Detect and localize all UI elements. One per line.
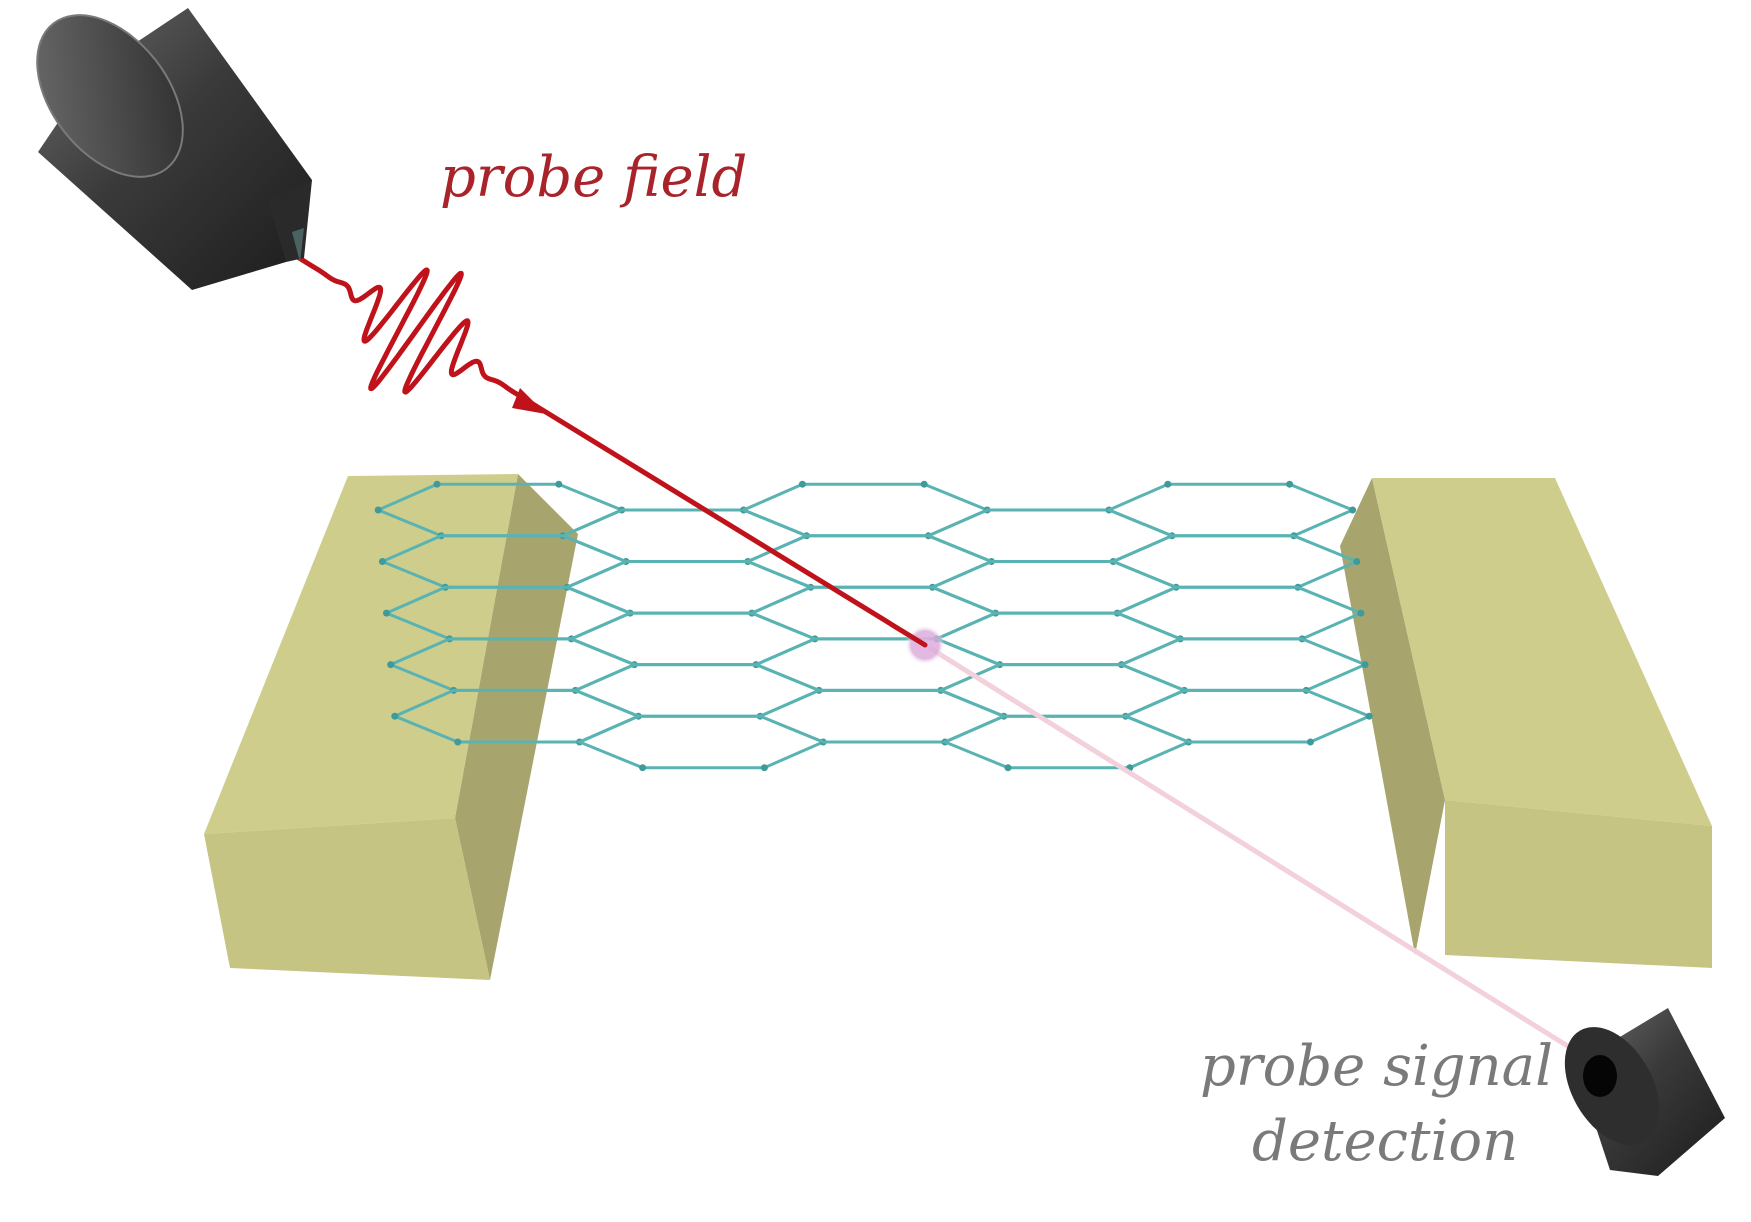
lattice-hexagon (563, 560, 815, 615)
lattice-hexagon (743, 534, 996, 589)
transmitted-beam (922, 642, 1601, 1068)
lattice-atom (555, 480, 563, 488)
detector-objective-icon (1564, 1008, 1725, 1176)
lattice-hexagon (752, 637, 1004, 692)
lattice-atom (1353, 558, 1361, 565)
lattice-hexagon (936, 663, 1189, 718)
lattice-hexagon (1117, 637, 1369, 692)
lattice-atom (378, 558, 386, 565)
laser-objective-icon (36, 8, 312, 290)
lattice-atom (798, 480, 806, 488)
lattice-atom (391, 712, 399, 720)
lattice-atom (1361, 661, 1369, 669)
lattice-hexagon (1121, 688, 1374, 744)
left-electrode-top (204, 474, 518, 834)
lattice-hexagon (575, 714, 828, 770)
lattice-atom (383, 609, 390, 617)
probe-beam-line (533, 403, 928, 648)
right-electrode-top (1372, 478, 1712, 826)
lattice-hexagon (756, 688, 1008, 744)
lattice-hexagon (941, 714, 1193, 770)
lattice-hexagon (928, 560, 1180, 615)
lattice-hexagon (1109, 534, 1361, 589)
lattice-hexagon (1105, 482, 1357, 538)
right-electrode (1340, 478, 1712, 968)
lattice-hexagon (571, 663, 823, 718)
lattice-atom (1365, 712, 1373, 720)
probe-arrowhead (512, 388, 546, 414)
right-electrode-front (1445, 800, 1712, 968)
lattice-hexagon (739, 482, 992, 538)
lattice-atom (1286, 480, 1294, 488)
probe-field-label: probe field (440, 145, 747, 210)
lattice-atom (639, 764, 647, 772)
lattice-atom (1164, 480, 1172, 488)
lattice-atom (760, 764, 768, 772)
left-electrode-side (455, 474, 578, 980)
lattice-hexagon (1113, 585, 1365, 641)
lattice-atom (433, 480, 441, 488)
lattice-hexagon (559, 508, 811, 563)
right-electrode-side (1340, 478, 1445, 955)
lattice-hexagon (567, 611, 819, 667)
lattice-atom (387, 661, 395, 669)
left-electrode-front (204, 818, 490, 980)
lattice-atom (1357, 609, 1365, 617)
detection-label-line2: detection (1252, 1109, 1518, 1174)
lattice-atom (1004, 764, 1012, 772)
left-electrode (204, 474, 578, 980)
lattice-atom (1306, 738, 1314, 746)
lattice-atom (1349, 506, 1357, 514)
probe-wavepacket (293, 253, 539, 409)
lattice-atom (374, 506, 382, 514)
detection-label-line1: probe signal (1200, 1034, 1553, 1099)
lattice-hexagon (932, 611, 1185, 667)
lattice-atom (454, 738, 462, 746)
probe-beam (293, 253, 928, 648)
lattice-atom (920, 480, 928, 488)
lattice-hexagon (924, 508, 1176, 563)
